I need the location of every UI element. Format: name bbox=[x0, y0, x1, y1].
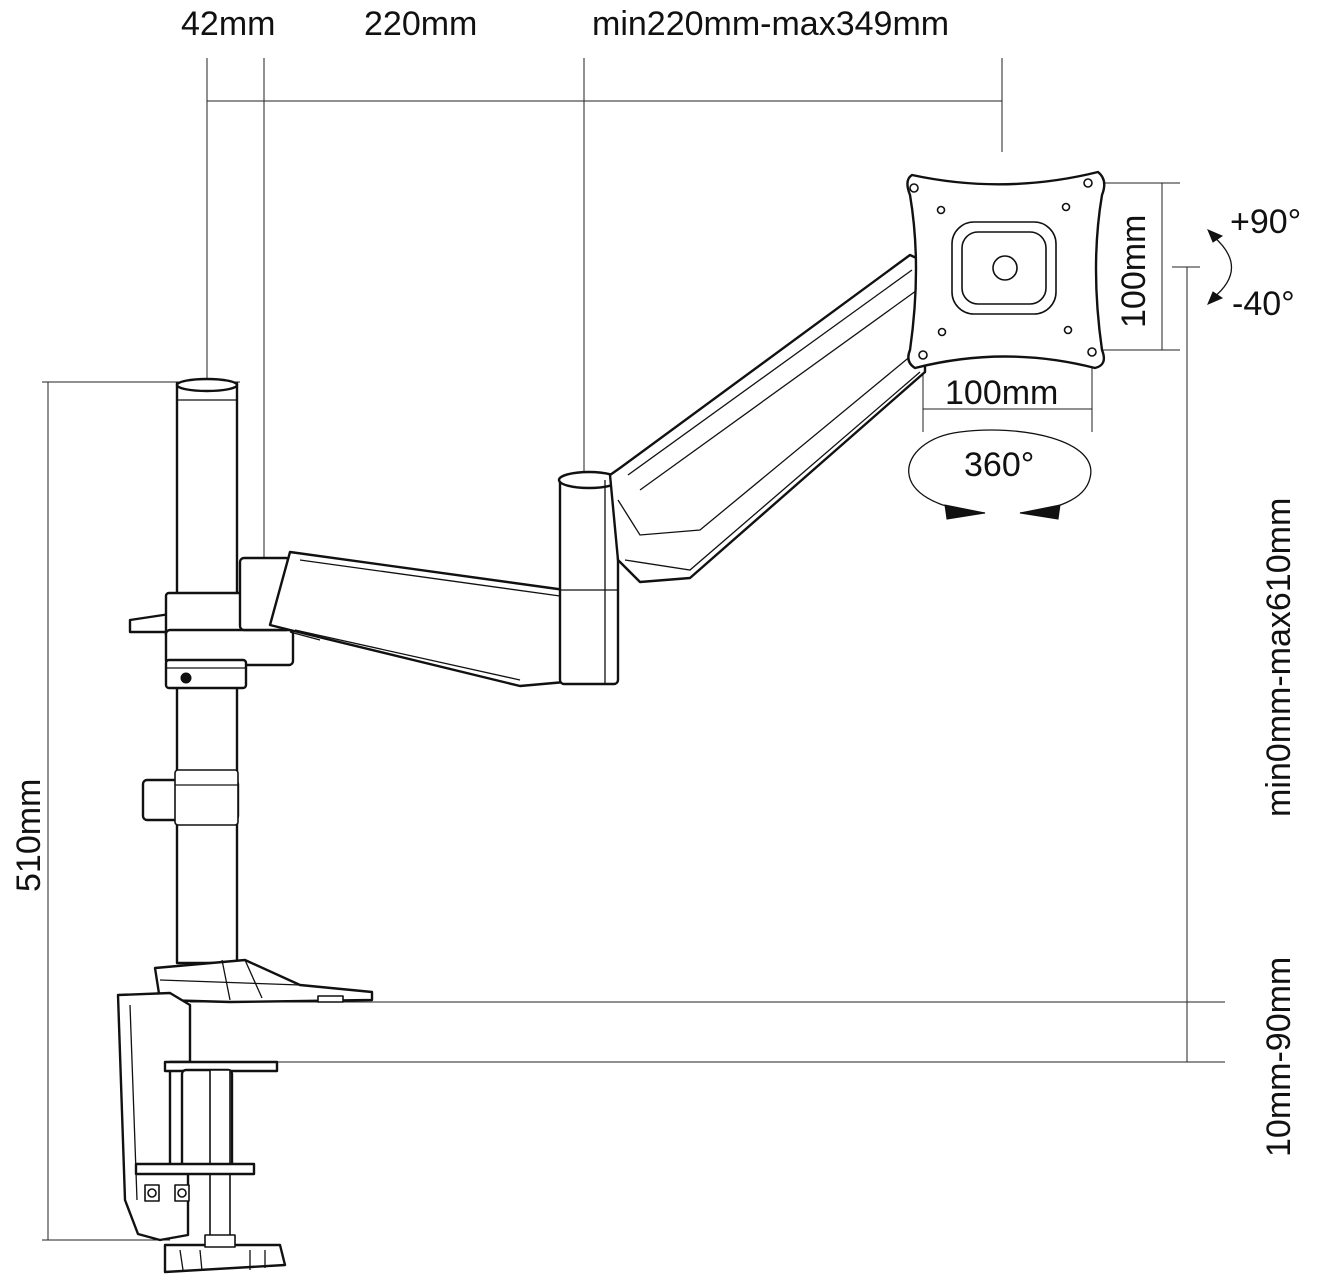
vesa-plate bbox=[906, 170, 1106, 370]
rotation-arrow-icon bbox=[908, 429, 1092, 520]
rotation-label: 360° bbox=[964, 446, 1034, 484]
height-range-label: min0mm-max610mm bbox=[1260, 498, 1298, 817]
dimension-lines bbox=[42, 58, 1225, 1241]
tilt-down-label: -40° bbox=[1232, 285, 1295, 323]
vesa-width-label: 100mm bbox=[945, 374, 1058, 412]
pole-base bbox=[153, 958, 374, 1004]
desk-thickness-label: 10mm-90mm bbox=[1260, 957, 1298, 1157]
arm2-range-label: min220mm-max349mm bbox=[592, 5, 949, 43]
pole-height-label: 510mm bbox=[10, 779, 48, 892]
tilt-arc-icon bbox=[1207, 229, 1233, 305]
tilt-up-label: +90° bbox=[1230, 203, 1301, 241]
elbow-joint bbox=[557, 470, 621, 686]
dimension-labels: 42mm 220mm min220mm-max349mm +90° -40° 1… bbox=[10, 5, 1301, 1157]
second-arm bbox=[608, 253, 927, 584]
vesa-height-label: 100mm bbox=[1115, 215, 1153, 328]
pole-offset-label: 42mm bbox=[181, 5, 275, 43]
first-arm bbox=[268, 550, 567, 688]
desk-clamp bbox=[116, 991, 287, 1274]
arm1-length-label: 220mm bbox=[364, 5, 477, 43]
